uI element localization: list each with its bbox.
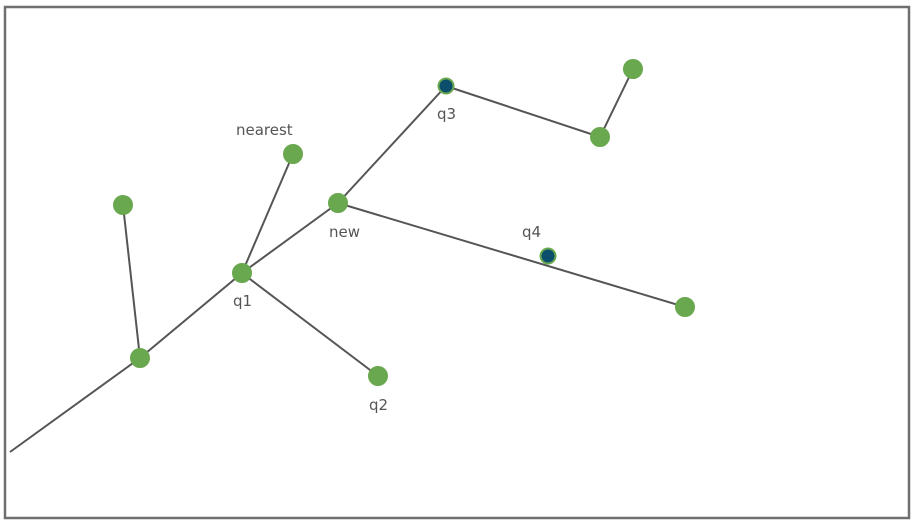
diagram-frame (3, 5, 911, 520)
edge-a-to-b (122, 204, 141, 359)
labels: nearest new q1 q2 q3 q4 (233, 105, 541, 414)
edge-a-to-q1 (139, 272, 243, 359)
node-q1 (232, 263, 252, 283)
node-d (623, 59, 643, 79)
node-q3 (437, 77, 455, 95)
node-new (328, 193, 348, 213)
edge-q1-to-new (241, 202, 339, 274)
label-q1: q1 (233, 292, 252, 310)
node-q2 (368, 366, 388, 386)
label-new: new (329, 223, 360, 241)
edge-q1-to-q2 (241, 272, 379, 377)
edge-root-to-a (9, 357, 141, 453)
node-c (590, 127, 610, 147)
edges (9, 68, 686, 453)
node-q4 (539, 247, 557, 265)
edge-new-to-q3 (337, 85, 447, 204)
nodes (113, 59, 695, 386)
edge-q3-to-c (445, 85, 601, 138)
edge-q1-to-nearest (241, 153, 294, 274)
node-e (675, 297, 695, 317)
node-b (113, 195, 133, 215)
label-nearest: nearest (236, 121, 293, 139)
node-a (130, 348, 150, 368)
label-q3: q3 (437, 105, 456, 123)
label-q2: q2 (369, 396, 388, 414)
label-q4: q4 (522, 223, 541, 241)
node-nearest (283, 144, 303, 164)
edge-new-to-e (337, 202, 686, 308)
edge-c-to-d (599, 68, 634, 138)
